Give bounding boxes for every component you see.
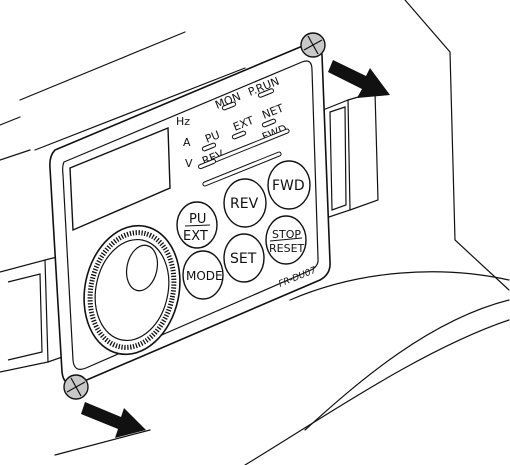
removal-arrow-icon [81, 402, 146, 438]
panel-inner-frame [62, 60, 319, 370]
key-stop-reset-bottom-label: RESET [269, 242, 305, 255]
key-stop-reset[interactable]: STOP RESET [265, 215, 307, 265]
indicator-a-label: A [183, 136, 191, 149]
indicator-hz-label: Hz [176, 115, 190, 128]
lamp-rev [202, 151, 282, 187]
key-mode[interactable]: MODE [182, 250, 224, 300]
key-stop-reset-top-label: STOP [272, 228, 301, 241]
key-fwd[interactable]: FWD [267, 160, 311, 210]
key-rev-label: REV [230, 196, 259, 212]
key-rev[interactable]: REV [223, 178, 267, 228]
lamp-pu [201, 142, 217, 152]
indicator-lamps [198, 88, 290, 187]
lamp-net [261, 118, 277, 128]
lamp-mon [221, 101, 237, 111]
screw-icon [300, 32, 326, 58]
dial-center-recess [125, 244, 159, 292]
lamp-ext [231, 130, 247, 140]
removal-arrow-icon [328, 60, 390, 98]
key-mode-label: MODE [186, 269, 223, 283]
lamp-rev-small [198, 158, 216, 170]
key-pu-ext-bottom-label: EXT [183, 229, 208, 244]
key-pu-ext[interactable]: PU EXT [176, 201, 218, 249]
key-pu-ext-top-label: PU [189, 212, 206, 227]
key-fwd-label: FWD [272, 178, 305, 194]
key-set[interactable]: SET [223, 233, 265, 283]
led-display-window [69, 126, 171, 232]
lamp-prun [257, 88, 275, 98]
key-set-label: SET [230, 251, 257, 267]
indicator-pu-label: PU [203, 128, 221, 146]
setting-dial[interactable] [73, 217, 192, 364]
indicator-v-label: V [185, 157, 193, 170]
screw-icon [63, 374, 89, 400]
